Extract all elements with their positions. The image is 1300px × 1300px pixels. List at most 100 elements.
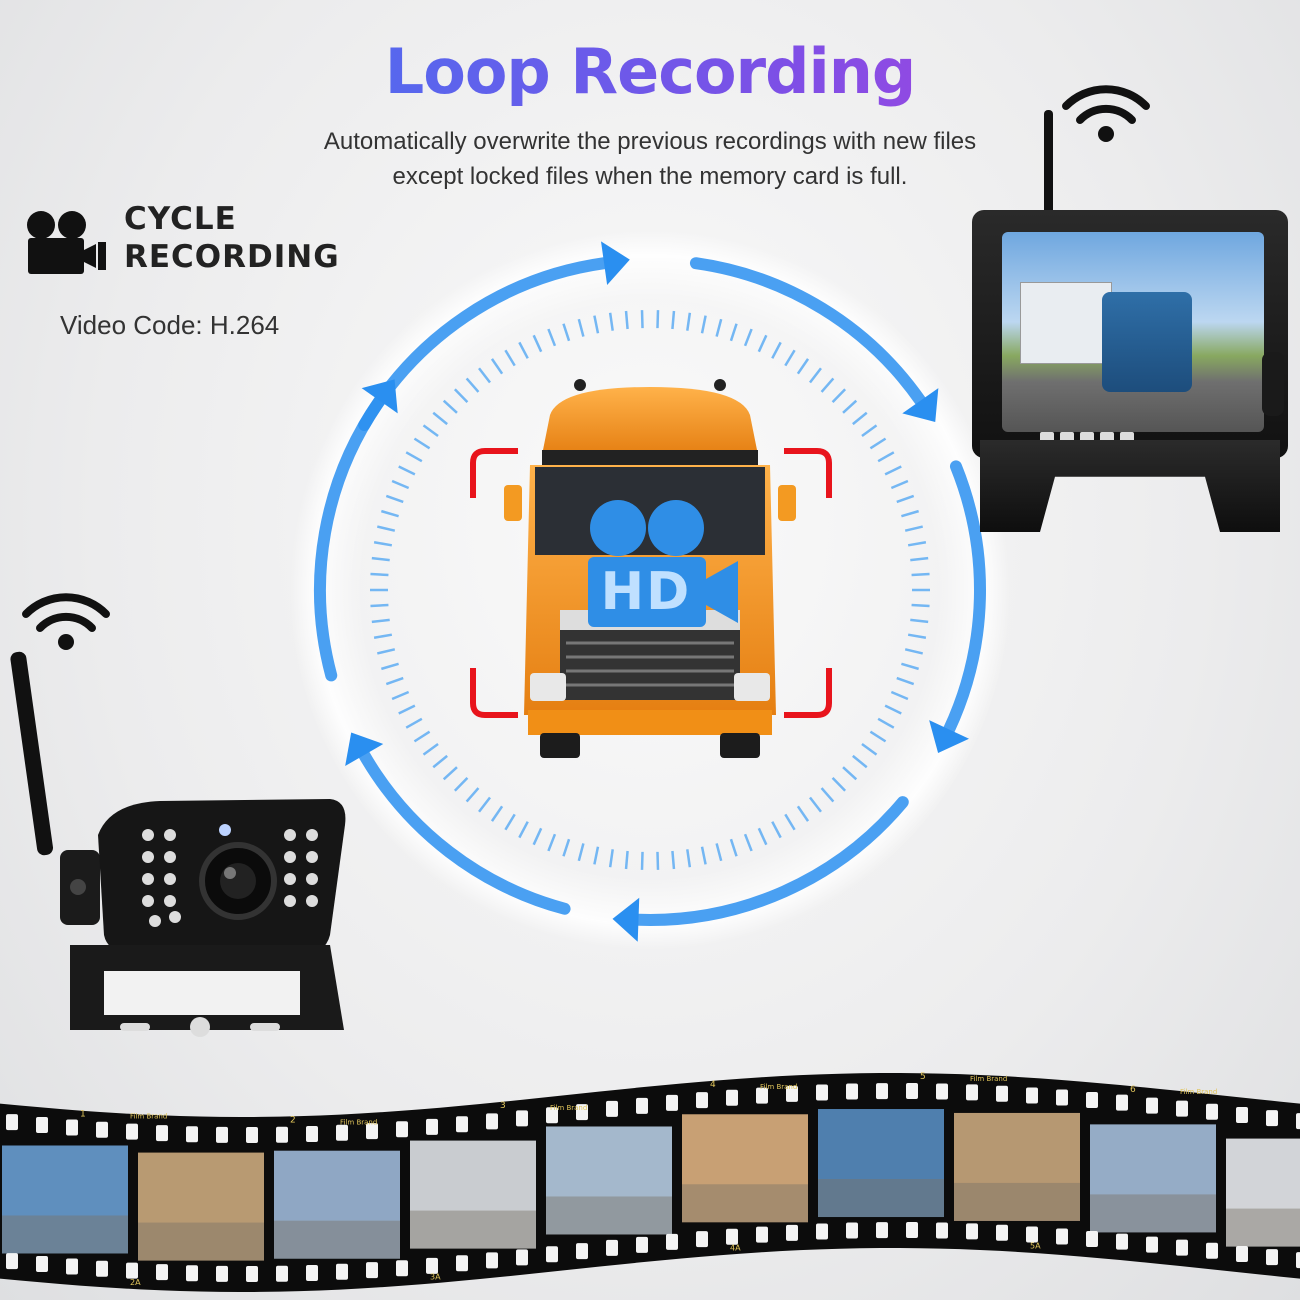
film-perforation [366, 1262, 378, 1279]
film-perforation [966, 1223, 978, 1240]
tick-mark [757, 827, 768, 846]
film-frame-ground [1090, 1194, 1216, 1233]
tick-mark [831, 388, 847, 403]
film-frame-number: 4 [710, 1080, 716, 1090]
film-perforation [846, 1083, 858, 1100]
tick-mark [842, 399, 858, 414]
film-perforation [666, 1094, 678, 1111]
monitor-device [972, 210, 1288, 458]
film-perforation [666, 1233, 678, 1250]
film-perforation [996, 1085, 1008, 1102]
tick-mark [911, 572, 930, 577]
screen-truck-cab [1102, 292, 1192, 392]
film-perforation [36, 1116, 48, 1133]
tick-mark [373, 633, 393, 639]
film-perforation [726, 1228, 738, 1245]
tick-mark [884, 704, 902, 715]
tick-mark [624, 850, 629, 870]
monitor-antenna [1044, 110, 1053, 220]
film-perforation [936, 1083, 948, 1100]
film-perforation [996, 1224, 1008, 1241]
film-frame-ground [138, 1222, 264, 1261]
tick-mark [743, 328, 753, 347]
tick-mark [907, 541, 927, 547]
tick-mark [904, 648, 924, 655]
hd-badge-text: HD [600, 562, 692, 622]
tick-mark [391, 479, 410, 490]
tick-mark [890, 479, 909, 490]
tick-mark [453, 777, 469, 792]
tick-mark [686, 312, 692, 331]
tick-mark [640, 310, 644, 329]
wifi-icon [22, 593, 110, 650]
tick-mark [385, 676, 404, 686]
tick-mark [831, 777, 847, 792]
tick-mark [453, 388, 469, 403]
film-perforation [96, 1121, 108, 1138]
film-perforation [1206, 1103, 1218, 1120]
tick-mark [577, 843, 585, 862]
film-perforation [1176, 1239, 1188, 1256]
film-frame-ground [818, 1179, 944, 1218]
cycle-label-line2: RECORDING [124, 239, 340, 275]
film-perforation [576, 1104, 588, 1121]
cycle-label-line1: CYCLE [124, 201, 237, 237]
arrow-arc [943, 460, 986, 736]
page-subtitle: Automatically overwrite the previous rec… [250, 124, 1050, 194]
tick-mark [371, 618, 390, 624]
film-perforation [426, 1257, 438, 1274]
tick-mark [884, 465, 902, 476]
tick-mark [398, 465, 416, 476]
film-frame-ground [682, 1184, 808, 1223]
tick-mark [608, 849, 614, 868]
film-code-label: 2A [130, 1278, 141, 1287]
film-perforation [636, 1097, 648, 1114]
film-frame-ground [546, 1196, 672, 1235]
film-perforation [546, 1107, 558, 1124]
film-brand-label: Film Brand [760, 1083, 797, 1091]
film-perforation [276, 1126, 288, 1143]
film-perforation [1116, 1094, 1128, 1111]
monitor-knob[interactable] [1262, 352, 1284, 416]
film-frame-number: 1 [80, 1110, 86, 1120]
camera-device [60, 799, 346, 1037]
tick-mark [562, 323, 571, 342]
film-perforation [516, 1249, 528, 1266]
film-perforation [1176, 1100, 1188, 1117]
tick-mark [910, 618, 929, 624]
film-brand-label: Film Brand [970, 1075, 1007, 1083]
film-perforation [336, 1263, 348, 1280]
tick-mark [907, 633, 927, 639]
subtitle-line-2: except locked files when the memory card… [392, 163, 908, 190]
film-perforation [246, 1265, 258, 1282]
tick-mark [370, 603, 389, 608]
tick-mark [911, 603, 930, 608]
tick-mark [432, 754, 448, 769]
film-perforation [486, 1113, 498, 1130]
film-perforation [156, 1125, 168, 1142]
film-perforation [126, 1262, 138, 1279]
monitor-mount [980, 440, 1280, 532]
film-perforation [1266, 1249, 1278, 1266]
cycle-recording-label: CYCLE RECORDING [124, 200, 340, 276]
film-perforation [1206, 1242, 1218, 1259]
film-frame-ground [410, 1210, 536, 1249]
tick-mark [784, 349, 796, 367]
film-frame-ground [1226, 1208, 1300, 1247]
film-perforation [396, 1121, 408, 1138]
film-perforation [306, 1125, 318, 1142]
arrow-head [601, 241, 630, 285]
tick-mark [910, 556, 929, 562]
film-frame-number: 5 [920, 1072, 926, 1082]
film-perforation [816, 1223, 828, 1240]
tick-mark [422, 742, 439, 756]
tick-mark [820, 787, 835, 803]
film-frame [1226, 1138, 1300, 1247]
arrow-arc [358, 749, 571, 915]
tick-mark [413, 730, 431, 743]
film-frame [138, 1152, 264, 1261]
tick-mark [478, 367, 492, 384]
film-perforation [276, 1265, 288, 1282]
tick-mark [715, 843, 723, 862]
